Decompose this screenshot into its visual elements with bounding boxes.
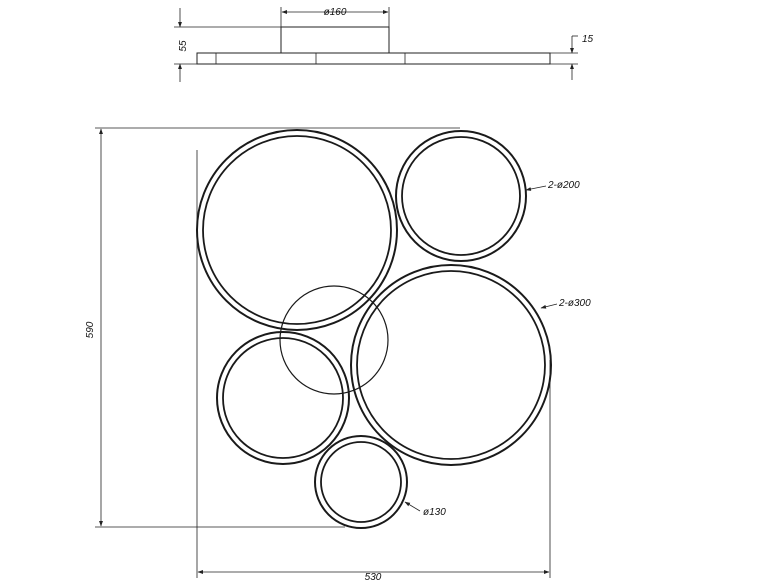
center-canopy-disc [279, 285, 389, 395]
height-dimension: 55 [174, 8, 281, 82]
canopy-block [280, 26, 390, 54]
ring-large-top-left [196, 129, 398, 331]
side-view: ø160 55 15 [174, 7, 594, 82]
canopy-diameter-label: ø160 [324, 7, 347, 18]
plan-view: 590 530 [85, 127, 591, 583]
thickness-15-label: 15 [582, 34, 594, 45]
callout-smallest-ring-label: ø130 [423, 507, 446, 518]
base-plate [196, 52, 551, 65]
plan-width-label: 530 [365, 572, 382, 583]
height-55-label: 55 [178, 40, 189, 52]
callout-small-rings: 2-ø200 [525, 180, 580, 191]
plan-width-dimension: 530 [197, 570, 550, 583]
ring-left-middle [216, 331, 350, 465]
canopy-diameter-dimension: ø160 [280, 7, 390, 27]
callout-large-rings-label: 2-ø300 [558, 298, 591, 309]
plan-height-label: 590 [85, 321, 96, 338]
ring-large-right [350, 264, 552, 466]
callout-large-rings: 2-ø300 [540, 298, 591, 309]
callout-smallest-ring: ø130 [404, 501, 446, 518]
ring-small-bottom [314, 435, 408, 529]
ring-top-right [395, 130, 527, 262]
thickness-dimension: 15 [550, 34, 594, 80]
callout-small-rings-label: 2-ø200 [547, 180, 580, 191]
plan-height-dimension: 590 [85, 128, 103, 527]
